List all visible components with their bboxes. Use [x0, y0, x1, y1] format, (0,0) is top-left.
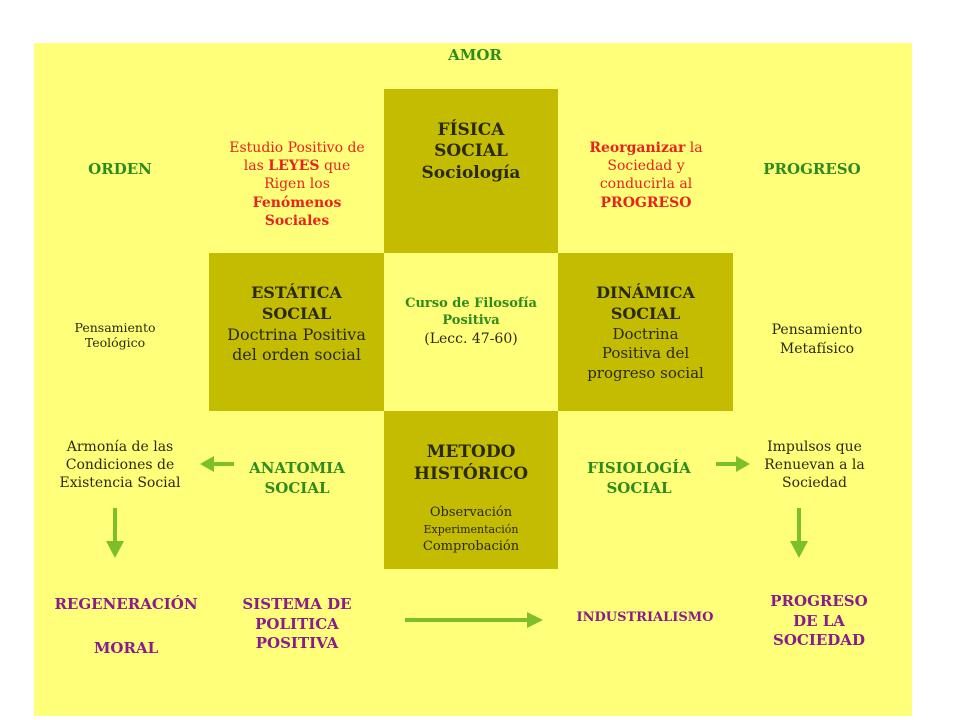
box-fisica-social	[384, 89, 558, 253]
arrow-right-icon	[716, 456, 750, 472]
box-dinamica-social	[558, 253, 733, 411]
label-fisica-social: FÍSICA SOCIAL Sociología	[421, 120, 521, 183]
label-orden: ORDEN	[88, 160, 152, 178]
arrow-down-right-icon	[790, 508, 808, 558]
arrow-down-left-icon	[106, 508, 124, 558]
label-sistema-politica-positiva: SISTEMA DE POLITICA POSITIVA	[242, 595, 352, 652]
label-regeneracion: REGENERACIÓN	[54, 595, 198, 613]
box-metodo-historico	[384, 411, 558, 569]
box-estatica-social	[209, 253, 384, 411]
arrow-left-icon	[200, 456, 234, 472]
label-dinamica-social: DINÁMICA SOCIAL Doctrina Positiva del pr…	[587, 283, 704, 382]
label-impulsos: Impulsos que Renuevan a la Sociedad	[764, 439, 865, 492]
label-estudio-positivo: Estudio Positivo de las LEYES que Rigen …	[229, 140, 365, 229]
label-fisiologia-social: FISIOLOGÍA SOCIAL	[587, 459, 691, 498]
label-pensamiento-teologico: Pensamiento Teológico	[74, 320, 156, 350]
label-metodo-historico: METODO HISTÓRICO	[413, 442, 529, 485]
label-industrialismo: INDUSTRIALISMO	[576, 610, 714, 625]
label-estatica-social: ESTÁTICA SOCIAL Doctrina Positiva del or…	[227, 283, 366, 365]
label-anatomia-social: ANATOMIA SOCIAL	[249, 459, 345, 498]
label-progreso-sociedad: PROGRESO DE LA SOCIEDAD	[770, 592, 868, 649]
label-curso-filosofia: Curso de Filosofía Positiva (Lecc. 47-60…	[405, 296, 537, 347]
label-progreso: PROGRESO	[763, 160, 861, 178]
label-pensamiento-metafisico: Pensamiento Metafísico	[771, 322, 863, 357]
label-amor: AMOR	[448, 46, 502, 64]
label-metodo-steps: Observación Experimentación Comprobación	[422, 505, 520, 554]
label-armonia: Armonía de las Condiciones de Existencia…	[59, 439, 181, 492]
label-moral: MORAL	[93, 639, 159, 657]
arrow-long-right-icon	[405, 612, 543, 628]
label-reorganizar: Reorganizar la Sociedad y conducirla al …	[589, 140, 703, 211]
